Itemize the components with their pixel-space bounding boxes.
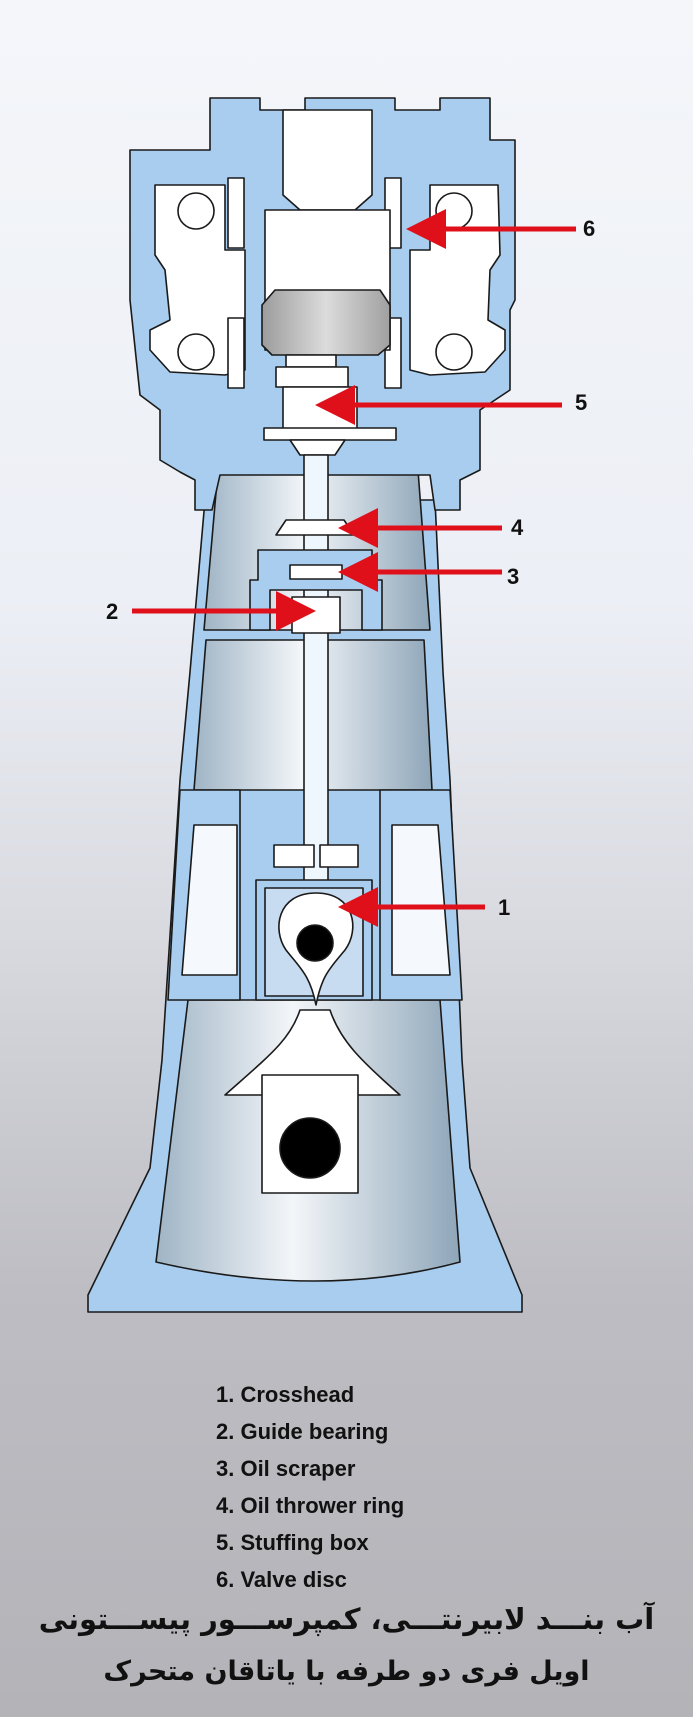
callout-number-4: 4	[511, 515, 524, 540]
callout-number-3: 3	[507, 564, 520, 589]
legend-item-crosshead: 1. Crosshead	[216, 1382, 355, 1407]
compressor-cross-section	[87, 97, 576, 1313]
legend-item-guide-bearing: 2. Guide bearing	[216, 1419, 389, 1444]
callout-number-2: 2	[106, 599, 119, 624]
callout-number-1: 1	[498, 895, 511, 920]
callout-number-6: 6	[583, 216, 596, 241]
caption-line-1: آب بنـــد لابیرنتـــی، کمپرســـور پیســـ…	[38, 1602, 655, 1636]
legend-item-oil-scraper: 3. Oil scraper	[216, 1456, 356, 1481]
legend-item-oil-thrower-ring: 4. Oil thrower ring	[216, 1493, 405, 1518]
legend-item-valve-disc: 6. Valve disc	[216, 1567, 347, 1592]
legend-list: 1. Crosshead 2. Guide bearing 3. Oil scr…	[216, 1376, 404, 1598]
callout-number-5: 5	[575, 390, 588, 415]
callout-arrows	[132, 209, 576, 927]
legend-item-stuffing-box: 5. Stuffing box	[216, 1530, 369, 1555]
caption-line-2: اویل فری دو طرفه با یاتاقان متحرک	[103, 1656, 590, 1687]
